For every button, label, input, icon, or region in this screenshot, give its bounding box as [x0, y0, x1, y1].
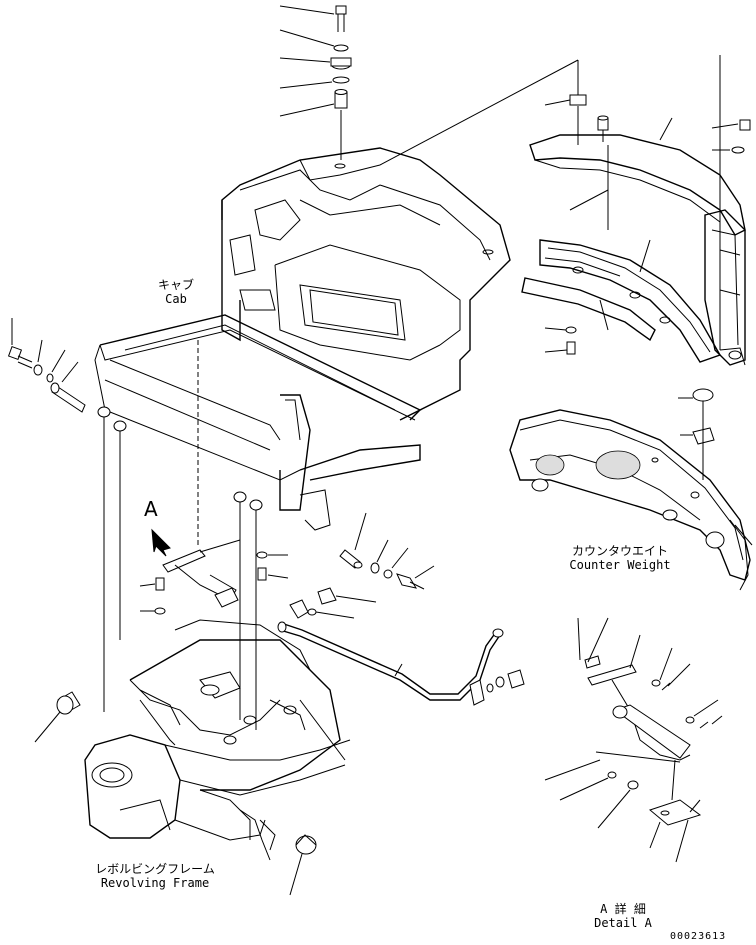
counterweight-label: カウンタウエイト Counter Weight [555, 544, 685, 572]
counterweight-casting [509, 388, 753, 591]
counterweight-label-jp: カウンタウエイト [571, 544, 668, 558]
cab-label-en: Cab [165, 292, 187, 306]
cab-label-jp: キャブ [157, 278, 194, 292]
counterweight-side-bracket [704, 209, 746, 366]
left-fasteners [7, 318, 121, 712]
revolving-frame-label: レボルビングフレーム Revolving Frame [80, 862, 230, 890]
counterweight-top-plate [379, 55, 751, 366]
view-a-arrow [151, 528, 171, 557]
handrail-bar [277, 621, 525, 706]
counterweight-cover [521, 239, 722, 363]
revolving-frame-label-en: Revolving Frame [100, 876, 210, 890]
detail-a-label-jp: A 詳 細 [600, 902, 646, 916]
center-right-fasteners [139, 502, 435, 730]
detail-a-label: A 詳 細 Detail A [588, 902, 658, 930]
latch-bracket [162, 539, 241, 608]
revolving-frame-label-jp: レボルビングフレーム [95, 862, 215, 876]
counterweight-label-en: Counter Weight [569, 558, 671, 572]
detail-a-assembly [544, 617, 723, 863]
detail-a-label-en: Detail A [594, 916, 652, 930]
top-fastener-stack [279, 5, 352, 160]
cab-assembly [94, 147, 511, 545]
view-a-marker: A [144, 497, 158, 521]
revolving-frame [34, 619, 351, 896]
cab-label: キャブ Cab [150, 278, 202, 306]
drawing-number: 00023613 [670, 931, 727, 942]
